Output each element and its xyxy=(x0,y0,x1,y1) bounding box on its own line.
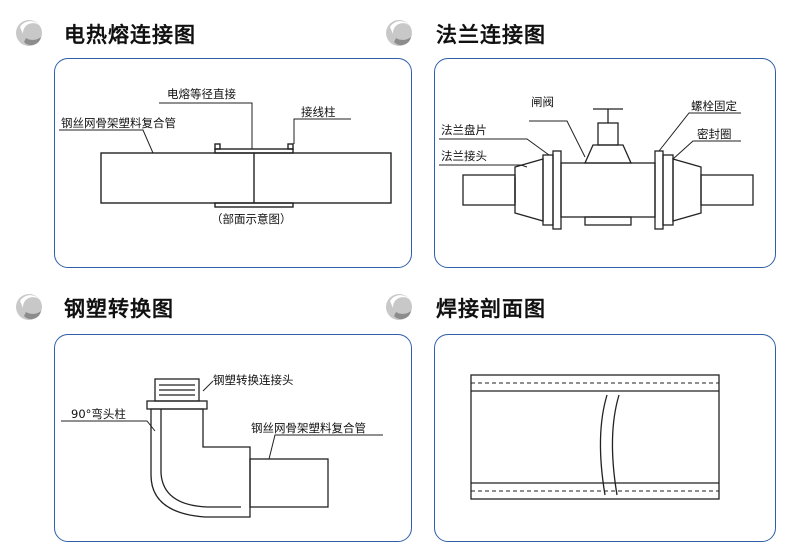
pipe-left xyxy=(462,174,516,206)
elbow-body xyxy=(150,408,251,518)
pipe-body xyxy=(100,152,392,204)
title-electrofusion: 电热熔连接图 xyxy=(64,23,196,47)
title-weld-section: 焊接剖面图 xyxy=(436,297,546,321)
label-gate: 闸阀 xyxy=(531,95,554,109)
panel-flange: 闸阀 螺栓固定 法兰盘片 密封圈 法兰接头 xyxy=(434,58,776,268)
flange-disc-right-outer xyxy=(654,150,664,230)
straight-pipe xyxy=(249,458,329,508)
coupling-sleeve xyxy=(214,148,294,154)
leader-joint xyxy=(439,164,528,168)
valve-stem xyxy=(597,122,619,146)
leader-bolt xyxy=(658,112,741,152)
adapter-collar xyxy=(146,400,208,410)
panel-weld-section xyxy=(434,334,776,542)
pipe-right xyxy=(700,174,754,206)
weld-section-diagram xyxy=(470,374,720,500)
label-joint: 法兰接头 xyxy=(441,149,487,163)
flange-joint-right xyxy=(672,158,702,222)
weld-seam-left xyxy=(599,394,608,496)
leader-gate xyxy=(529,120,586,158)
electrofusion-diagram xyxy=(59,102,392,208)
weld-seam-right xyxy=(611,394,620,496)
weld-pipe-body xyxy=(470,374,720,500)
title-flange: 法兰连接图 xyxy=(436,23,546,47)
panel-electrofusion: 电熔等径直接 接线柱 钢丝网骨架塑料复合管 （部面示意图） xyxy=(54,58,412,268)
swirl-logo-icon xyxy=(16,20,42,46)
label-adapter: 钢塑转换连接头 xyxy=(213,373,294,387)
label-pipe: 钢丝网骨架塑料复合管 xyxy=(61,116,176,130)
label-elbow: 90°弯头柱 xyxy=(71,407,126,421)
flange-disc-right xyxy=(662,154,674,226)
coupling-sleeve-bottom xyxy=(214,202,294,208)
swirl-logo-icon xyxy=(386,20,412,46)
valve-bottom xyxy=(584,216,632,226)
leader-terminal xyxy=(293,118,351,144)
terminal-left xyxy=(214,143,221,150)
panel-steel-plastic: 钢塑转换连接头 90°弯头柱 钢丝网骨架塑料复合管 xyxy=(54,334,412,542)
leader-disc xyxy=(439,138,550,156)
flange-disc-left xyxy=(542,154,554,226)
title-steel-plastic: 钢塑转换图 xyxy=(64,297,174,321)
swirl-logo-icon xyxy=(386,294,412,320)
label-electrofusion: 电熔等径直接 xyxy=(167,87,236,101)
flange-disc-left-outer xyxy=(552,150,562,230)
leader-pipe xyxy=(268,434,383,460)
label-terminal: 接线柱 xyxy=(301,105,336,119)
valve-body xyxy=(560,162,656,218)
swirl-logo-icon xyxy=(16,294,42,320)
flange-diagram xyxy=(439,108,754,230)
terminal-right xyxy=(287,143,294,150)
leader-electrofusion xyxy=(159,102,253,149)
leader-pipe xyxy=(59,129,154,154)
leader-elbow xyxy=(61,420,156,432)
label-disc: 法兰盘片 xyxy=(441,123,487,137)
steel-plastic-diagram xyxy=(61,378,383,518)
leader-seal xyxy=(672,140,741,160)
leader-adapter xyxy=(202,380,214,392)
label-seal: 密封圈 xyxy=(697,127,732,141)
label-pipe: 钢丝网骨架塑料复合管 xyxy=(251,421,366,435)
elbow-inner xyxy=(160,409,241,508)
label-caption: （部面示意图） xyxy=(211,212,292,226)
flange-joint-left xyxy=(514,158,544,222)
label-bolt: 螺栓固定 xyxy=(691,99,737,113)
valve-bonnet xyxy=(583,144,633,164)
